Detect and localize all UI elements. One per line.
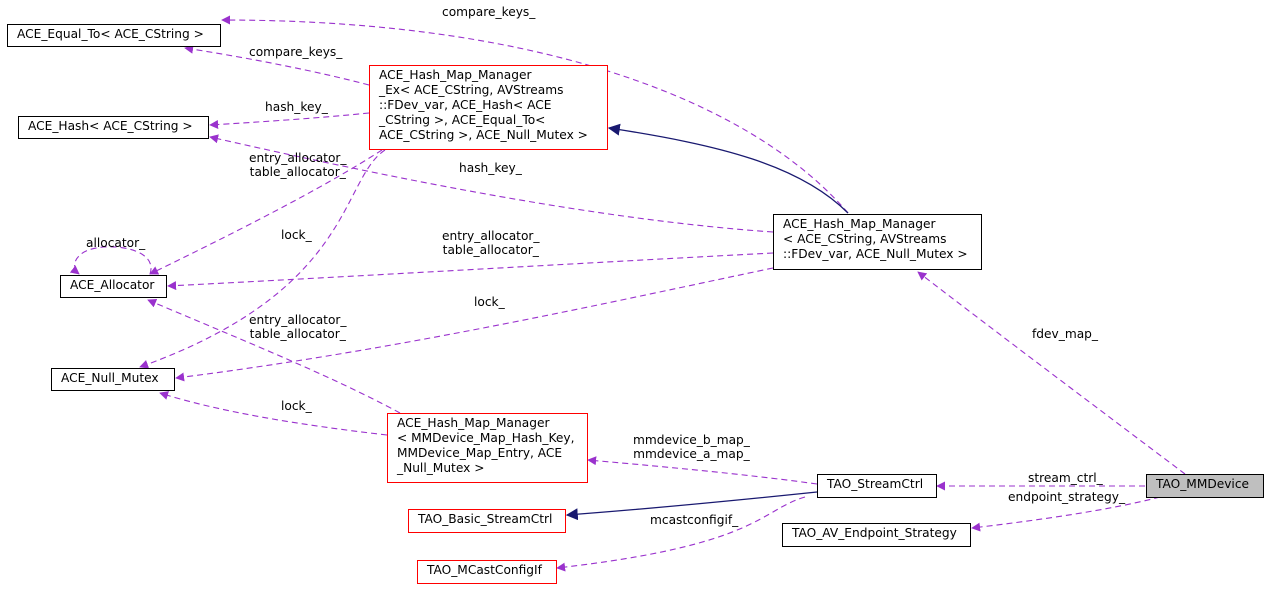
- node-ace-hash-map-manager-ex[interactable]: ACE_Hash_Map_Manager _Ex< ACE_CString, A…: [369, 65, 608, 150]
- node-label-line: ACE_Hash< ACE_CString >: [28, 119, 193, 133]
- node-tao-mmdevice[interactable]: TAO_MMDevice: [1146, 474, 1264, 498]
- edge-mmdevice-maps: [587, 456, 818, 485]
- edge-label-lock-ex: lock_: [281, 228, 312, 242]
- edge-label-hash-key-ex: hash_key_: [265, 100, 328, 114]
- node-label-line: ACE_Hash_Map_Manager: [397, 416, 550, 430]
- node-label-line: MMDevice_Map_Entry, ACE: [397, 446, 563, 460]
- node-label-line: < ACE_CString, AVStreams: [783, 232, 947, 246]
- node-label-line: < MMDevice_Map_Hash_Key,: [397, 431, 575, 445]
- node-label-line: TAO_AV_Endpoint_Strategy: [792, 526, 957, 540]
- edge-label-allocator-self: allocator_: [86, 236, 146, 250]
- edge-label-allocators-ex: entry_allocator_ table_allocator_: [249, 151, 347, 179]
- node-label-line: TAO_StreamCtrl: [827, 477, 924, 491]
- edge-label-allocators-mmdev: entry_allocator_ table_allocator_: [249, 313, 347, 341]
- node-ace-allocator[interactable]: ACE_Allocator: [60, 275, 167, 298]
- node-label-line: _Null_Mutex >: [397, 461, 485, 475]
- edge-compare-keys: [184, 44, 370, 86]
- node-label-line: _Ex< ACE_CString, AVStreams: [379, 83, 564, 97]
- edge-label-stream-ctrl: stream_ctrl_: [1028, 471, 1103, 485]
- node-ace-hash-map-manager-fdev[interactable]: ACE_Hash_Map_Manager < ACE_CString, AVSt…: [773, 214, 982, 270]
- node-label-line: TAO_MMDevice: [1156, 477, 1250, 491]
- node-ace-null-mutex[interactable]: ACE_Null_Mutex: [51, 368, 175, 391]
- edge-allocator-fdev: [167, 252, 774, 291]
- edge-label-allocators-fdev: entry_allocator_ table_allocator_: [442, 229, 540, 257]
- node-label-line: ::FDev_var, ACE_Null_Mutex >: [783, 247, 968, 261]
- node-label-line: ACE_Equal_To< ACE_CString >: [17, 27, 204, 41]
- node-label-line: TAO_Basic_StreamCtrl: [418, 512, 553, 526]
- edge-lock-ex: [139, 149, 386, 369]
- node-tao-mcastconfigif[interactable]: TAO_MCastConfigIf: [417, 560, 557, 584]
- edge-fdev-map: [917, 271, 1186, 475]
- edge-label-mcastconfigif: mcastconfigif_: [650, 513, 739, 527]
- node-tao-basic-streamctrl[interactable]: TAO_Basic_StreamCtrl: [408, 509, 566, 533]
- edge-mcastconfigif: [556, 496, 806, 572]
- node-ace-hash[interactable]: ACE_Hash< ACE_CString >: [18, 116, 209, 139]
- edge-inherit-basic: [565, 491, 818, 521]
- node-label-line: ACE_Allocator: [70, 278, 155, 292]
- edge-label-compare-keys-top: compare_keys_: [442, 5, 536, 19]
- edge-inherit-fdev: [607, 123, 849, 214]
- edge-label-compare-keys: compare_keys_: [249, 45, 343, 59]
- node-label-line: ::FDev_var, ACE_Hash< ACE: [379, 98, 552, 112]
- node-ace-hash-map-manager-mmdevice[interactable]: ACE_Hash_Map_Manager < MMDevice_Map_Hash…: [387, 413, 588, 483]
- node-tao-av-endpoint-strategy[interactable]: TAO_AV_Endpoint_Strategy: [782, 523, 971, 547]
- edge-lock-fdev: [175, 267, 774, 382]
- edge-allocator-mmdev: [147, 299, 401, 414]
- edge-label-lock-mmdev: lock_: [281, 399, 312, 413]
- node-ace-equal-to[interactable]: ACE_Equal_To< ACE_CString >: [7, 24, 221, 47]
- node-label-line: ACE_CString >, ACE_Null_Mutex >: [379, 128, 588, 142]
- edge-lock-mmdev: [159, 391, 388, 436]
- edge-label-mmdevice-maps: mmdevice_b_map_ mmdevice_a_map_: [633, 433, 750, 461]
- edge-label-fdev-map: fdev_map_: [1032, 327, 1099, 341]
- edge-hash-key-fdev: [209, 134, 774, 233]
- edge-compare-keys-top: [221, 15, 849, 214]
- edge-label-hash-key-fdev: hash_key_: [459, 161, 522, 175]
- edge-hash-key-ex: [209, 112, 370, 130]
- node-label-line: ACE_Hash_Map_Manager: [379, 68, 532, 82]
- edge-allocator-self: [69, 246, 152, 275]
- edge-label-endpoint-strategy: endpoint_strategy_: [1008, 490, 1126, 504]
- node-label-line: TAO_MCastConfigIf: [427, 563, 542, 577]
- edge-allocator-ex: [149, 149, 383, 275]
- node-label-line: _CString >, ACE_Equal_To<: [379, 113, 546, 127]
- node-label-line: ACE_Hash_Map_Manager: [783, 217, 936, 231]
- node-label-line: ACE_Null_Mutex: [61, 371, 159, 385]
- node-tao-streamctrl[interactable]: TAO_StreamCtrl: [817, 474, 937, 498]
- edge-label-lock-fdev: lock_: [474, 295, 505, 309]
